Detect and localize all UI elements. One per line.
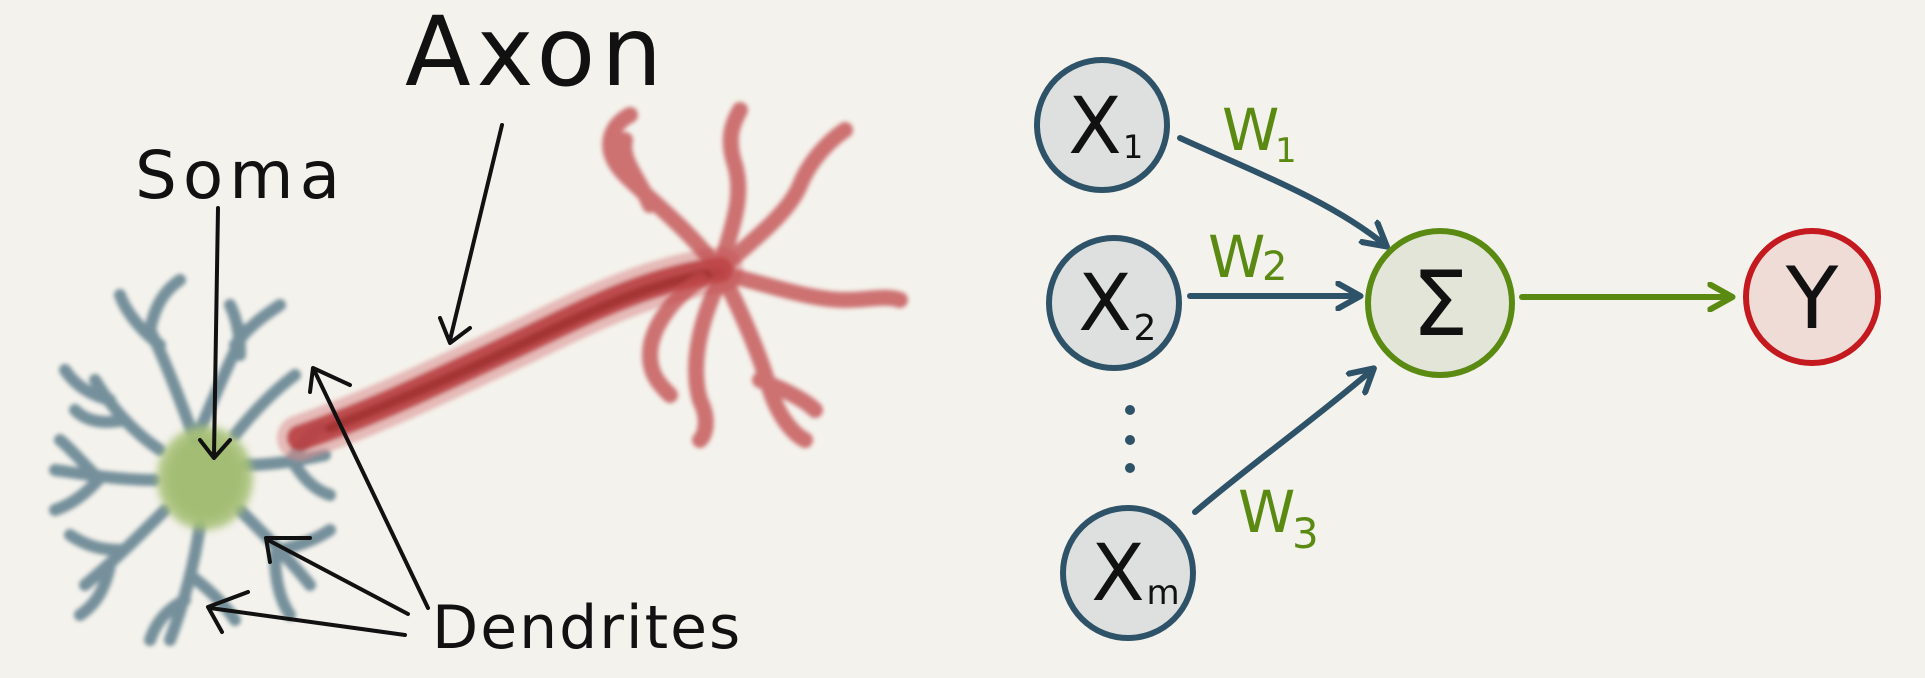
weight-label-2: W 2 bbox=[1208, 223, 1287, 291]
perceptron-diagram: X 1 X 2 X m W 1 W 2 W 3 bbox=[1034, 57, 1881, 641]
weight-label-3-letter: W bbox=[1238, 478, 1295, 546]
weight-label-3: W 3 bbox=[1238, 478, 1319, 558]
input-node-1-letter: X bbox=[1068, 82, 1121, 172]
input-node-1: X 1 bbox=[1034, 57, 1170, 193]
input-node-2-letter: X bbox=[1078, 259, 1131, 349]
output-node: Y bbox=[1743, 228, 1881, 366]
axon-pointer-arrow bbox=[448, 123, 504, 342]
neuron-illustration: Axon Soma Dendrites bbox=[49, 0, 908, 663]
input-node-m: X m bbox=[1060, 505, 1196, 641]
weight-label-1: W 1 bbox=[1222, 96, 1297, 171]
input-node-2-subscript: 2 bbox=[1134, 308, 1157, 349]
dendrites-label: Dendrites bbox=[432, 593, 742, 663]
dendrite-pointer-arrow-1 bbox=[313, 370, 430, 610]
input-arrow-1 bbox=[1177, 135, 1385, 245]
annotation-arrows bbox=[198, 123, 504, 637]
weight-label-2-subscript: 2 bbox=[1262, 244, 1287, 290]
sum-node: Σ bbox=[1365, 228, 1515, 378]
input-node-2: X 2 bbox=[1046, 235, 1182, 371]
weight-label-2-letter: W bbox=[1208, 223, 1265, 291]
input-node-m-letter: X bbox=[1091, 529, 1144, 619]
axon-shape bbox=[277, 247, 743, 461]
weight-label-3-subscript: 3 bbox=[1292, 509, 1319, 558]
dendrite-pointer-arrow-2 bbox=[266, 538, 410, 616]
input-arrows bbox=[1177, 135, 1385, 515]
input-node-1-subscript: 1 bbox=[1123, 128, 1143, 166]
axon-terminals-shape bbox=[602, 102, 908, 448]
output-label: Y bbox=[1785, 249, 1839, 349]
soma-shape bbox=[157, 426, 253, 530]
dendrite-pointer-arrow-3 bbox=[208, 606, 407, 637]
ellipsis-dots bbox=[1125, 405, 1135, 473]
soma-label: Soma bbox=[135, 137, 346, 214]
input-node-m-subscript: m bbox=[1146, 573, 1179, 613]
input-arrow-3 bbox=[1192, 370, 1372, 515]
soma-pointer-arrow bbox=[212, 206, 220, 457]
axon-label: Axon bbox=[405, 0, 668, 108]
weight-label-1-subscript: 1 bbox=[1275, 131, 1297, 171]
weight-label-1-letter: W bbox=[1222, 96, 1279, 164]
sum-symbol: Σ bbox=[1412, 252, 1469, 357]
